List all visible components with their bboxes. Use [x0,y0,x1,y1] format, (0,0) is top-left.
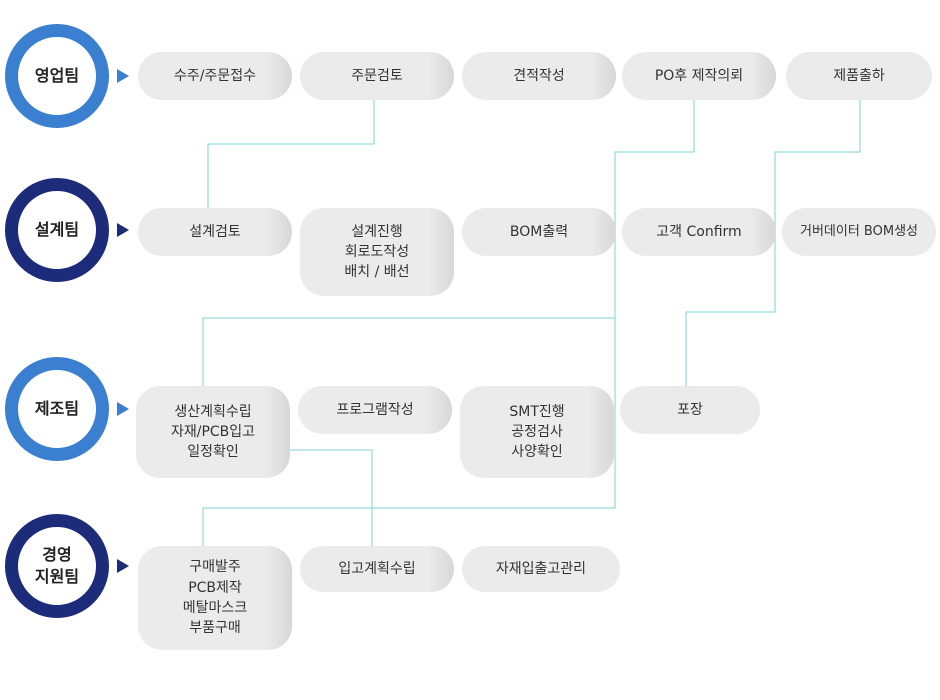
support-step-1: 구매발주 PCB제작 메탈마스크 부품구매 [138,546,292,650]
sales-step-2: 주문검토 [300,52,454,100]
team-sales-arrow-icon [117,69,129,83]
manufacturing-step-4: 포장 [620,386,760,434]
manufacturing-step-4-label: 포장 [677,401,703,418]
manufacturing-step-2: 프로그램작성 [298,386,452,434]
team-sales-label: 영업팀 [5,24,109,128]
manufacturing-step-1-label: 생산계획수립 자재/PCB입고 일정확인 [170,403,256,461]
manufacturing-step-3: SMT진행 공정검사 사양확인 [460,386,614,478]
design-step-2: 설계진행 회로도작성 배치 / 배선 [300,208,454,296]
team-design: 설계팀 [5,178,129,298]
support-step-3: 자재입출고관리 [462,546,620,592]
sales-step-3: 견적작성 [462,52,616,100]
sales-step-2-label: 주문검토 [351,67,403,84]
design-step-4: 고객 Confirm [622,208,776,256]
design-step-1-label: 설계검토 [189,223,241,240]
manufacturing-step-3-label: SMT진행 공정검사 사양확인 [509,403,565,461]
sales-step-4-label: PO후 제작의뢰 [654,67,744,84]
manufacturing-step-1: 생산계획수립 자재/PCB입고 일정확인 [136,386,290,478]
design-step-3: BOM출력 [462,208,616,256]
team-support-label: 경영 지원팀 [5,514,109,618]
team-manufacturing-label: 제조팀 [5,357,109,461]
design-step-1: 설계검토 [138,208,292,256]
sales-step-3-label: 견적작성 [513,67,565,84]
team-manufacturing-arrow-icon [117,402,129,416]
team-support: 경영 지원팀 [5,514,129,634]
team-sales: 영업팀 [5,24,129,144]
support-step-2: 입고계획수립 [300,546,454,592]
sales-step-5-label: 제품출하 [833,67,885,84]
team-design-arrow-icon [117,223,129,237]
design-step-2-label: 설계진행 회로도작성 배치 / 배선 [344,223,410,281]
sales-step-5: 제품출하 [786,52,932,100]
team-manufacturing: 제조팀 [5,357,129,477]
design-step-5: 거버데이터 BOM생성 [782,208,936,256]
connector-order-review-to-design-review [207,100,375,208]
sales-step-4: PO후 제작의뢰 [622,52,776,100]
manufacturing-step-2-label: 프로그램작성 [336,401,414,418]
support-step-2-label: 입고계획수립 [338,560,416,577]
sales-step-1: 수주/주문접수 [138,52,292,100]
team-design-label: 설계팀 [5,178,109,282]
design-step-4-label: 고객 Confirm [656,223,742,240]
sales-step-1-label: 수주/주문접수 [174,67,256,84]
design-step-3-label: BOM출력 [509,223,569,240]
support-step-3-label: 자재입출고관리 [495,560,587,577]
support-step-1-label: 구매발주 PCB제작 메탈마스크 부품구매 [182,559,248,637]
design-step-5-label: 거버데이터 BOM생성 [800,223,918,239]
team-support-arrow-icon [117,559,129,573]
